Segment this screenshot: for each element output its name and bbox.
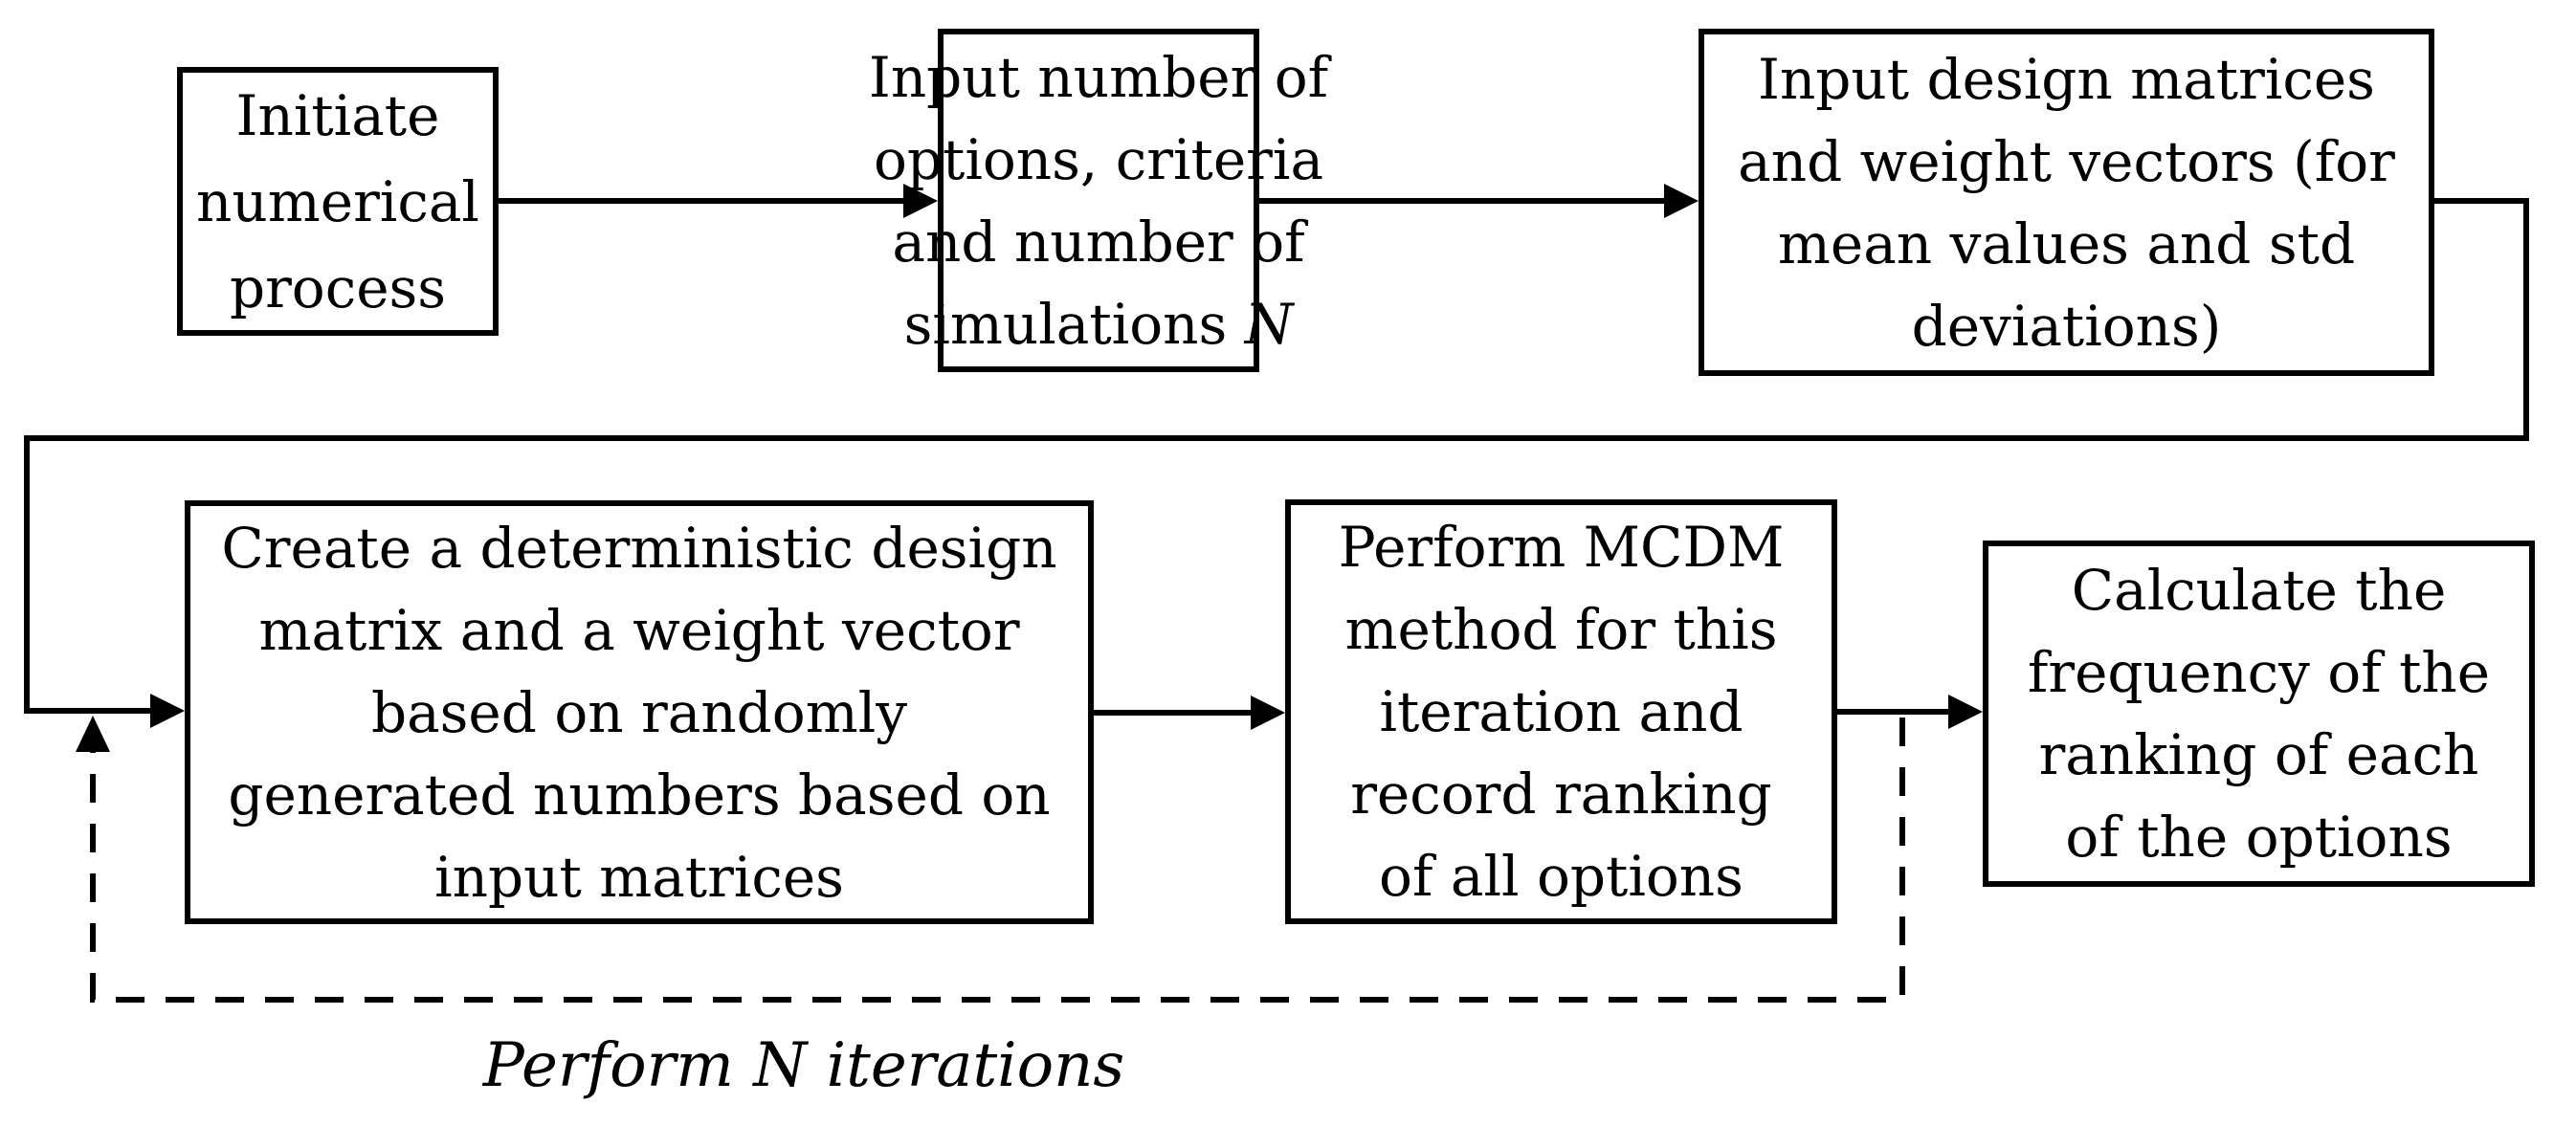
- box-text-line: Input design matrices: [1758, 38, 2375, 121]
- box-text-segment: deviations): [1911, 293, 2222, 359]
- box-text-line: generated numbers based on: [228, 754, 1050, 836]
- box-text-segment: Initiate: [235, 82, 440, 148]
- box-text-segment: N: [1244, 291, 1294, 357]
- box-text-segment: Perform MCDM: [1338, 515, 1785, 580]
- box-text-line: matrix and a weight vector: [258, 589, 1019, 672]
- box-text-line: input matrices: [434, 836, 844, 918]
- flowchart-box-perform-mcdm-method: Perform MCDM method for this iteration and…: [1285, 499, 1837, 924]
- flowchart-box-create-deterministic-design-matrix: Create a deterministic design matrix and …: [185, 500, 1094, 924]
- box-text-segment: Input design matrices: [1758, 46, 2375, 112]
- box-text-line: and number of: [892, 201, 1304, 283]
- arrowhead-input-matrices: [1664, 184, 1699, 218]
- box-text-line: options, criteria: [874, 119, 1323, 201]
- box-text-line: Perform MCDM: [1339, 506, 1785, 588]
- box-text-segment: iteration and: [1379, 679, 1743, 744]
- box-text-segment: input matrices: [434, 844, 844, 910]
- arrowhead-calculate-frequency: [1948, 695, 1983, 729]
- box-text-line: ranking of each: [2039, 714, 2479, 796]
- box-text-line: iteration and: [1379, 671, 1743, 753]
- box-text-segment: ranking of each: [2038, 722, 2479, 787]
- arrowhead-input-numbers: [903, 184, 938, 218]
- box-text-segment: Input number of: [868, 44, 1329, 110]
- box-text-line: process: [230, 245, 446, 331]
- flowchart-box-calculate-frequency: Calculate the frequency of the ranking of …: [1983, 541, 2535, 887]
- box-text-segment: of the options: [2065, 805, 2453, 870]
- box-text-segment: numerical: [196, 168, 479, 234]
- box-text-line: record ranking: [1350, 753, 1772, 835]
- box-text-line: of the options: [2065, 796, 2452, 878]
- box-text-segment: options, criteria: [873, 126, 1324, 192]
- box-text-line: frequency of the: [2028, 631, 2490, 714]
- arrowhead-create-matrix: [150, 694, 185, 728]
- box-text-line: numerical: [196, 159, 479, 245]
- box-text-segment: based on randomly: [370, 679, 908, 745]
- box-text-line: Input number of: [869, 36, 1328, 119]
- arrowhead-perform-mcdm: [1251, 695, 1285, 730]
- box-text-segment: generated numbers based on: [228, 762, 1051, 828]
- box-text-line: Initiate: [236, 73, 440, 159]
- box-text-line: mean values and std: [1778, 203, 2355, 285]
- loop-iterations-label: Perform N iterations: [482, 1030, 1125, 1101]
- box-text-segment: Calculate the: [2071, 558, 2447, 623]
- box-text-segment: mean values and std: [1777, 210, 2356, 276]
- box-text-line: based on randomly: [371, 672, 907, 754]
- box-text-segment: and weight vectors (for: [1738, 128, 2395, 194]
- flowchart-box-input-design-matrices: Input design matrices and weight vectors …: [1699, 29, 2434, 376]
- box-text-segment: record ranking: [1350, 762, 1772, 827]
- box-text-segment: matrix and a weight vector: [258, 597, 1020, 663]
- box-text-line: method for this: [1345, 588, 1778, 671]
- box-text-segment: method for this: [1344, 597, 1778, 662]
- flowchart-box-input-number-of-options: Input number of options, criteria and numb…: [869, 29, 1328, 372]
- box-text-segment: frequency of the: [2027, 640, 2491, 705]
- box-text-line: of all options: [1379, 835, 1743, 917]
- box-text-line: Calculate the: [2072, 549, 2447, 631]
- box-text-line: Create a deterministic design: [221, 507, 1056, 589]
- box-text-segment: process: [229, 254, 447, 320]
- box-text-line: and weight vectors (for: [1738, 121, 2395, 203]
- box-text-segment: Create a deterministic design: [221, 515, 1057, 581]
- box-text-line: simulations N: [904, 283, 1294, 365]
- flowchart-box-initiate-numerical-process: Initiate numerical process: [177, 67, 499, 336]
- connector-wraparound-to-create-matrix: [24, 198, 2529, 714]
- arrowhead-feedback-up: [76, 716, 110, 752]
- box-text-segment: simulations: [903, 291, 1245, 357]
- box-text-segment: and number of: [892, 209, 1305, 275]
- box-text-line: deviations): [1912, 285, 2222, 367]
- box-text-segment: of all options: [1379, 844, 1743, 909]
